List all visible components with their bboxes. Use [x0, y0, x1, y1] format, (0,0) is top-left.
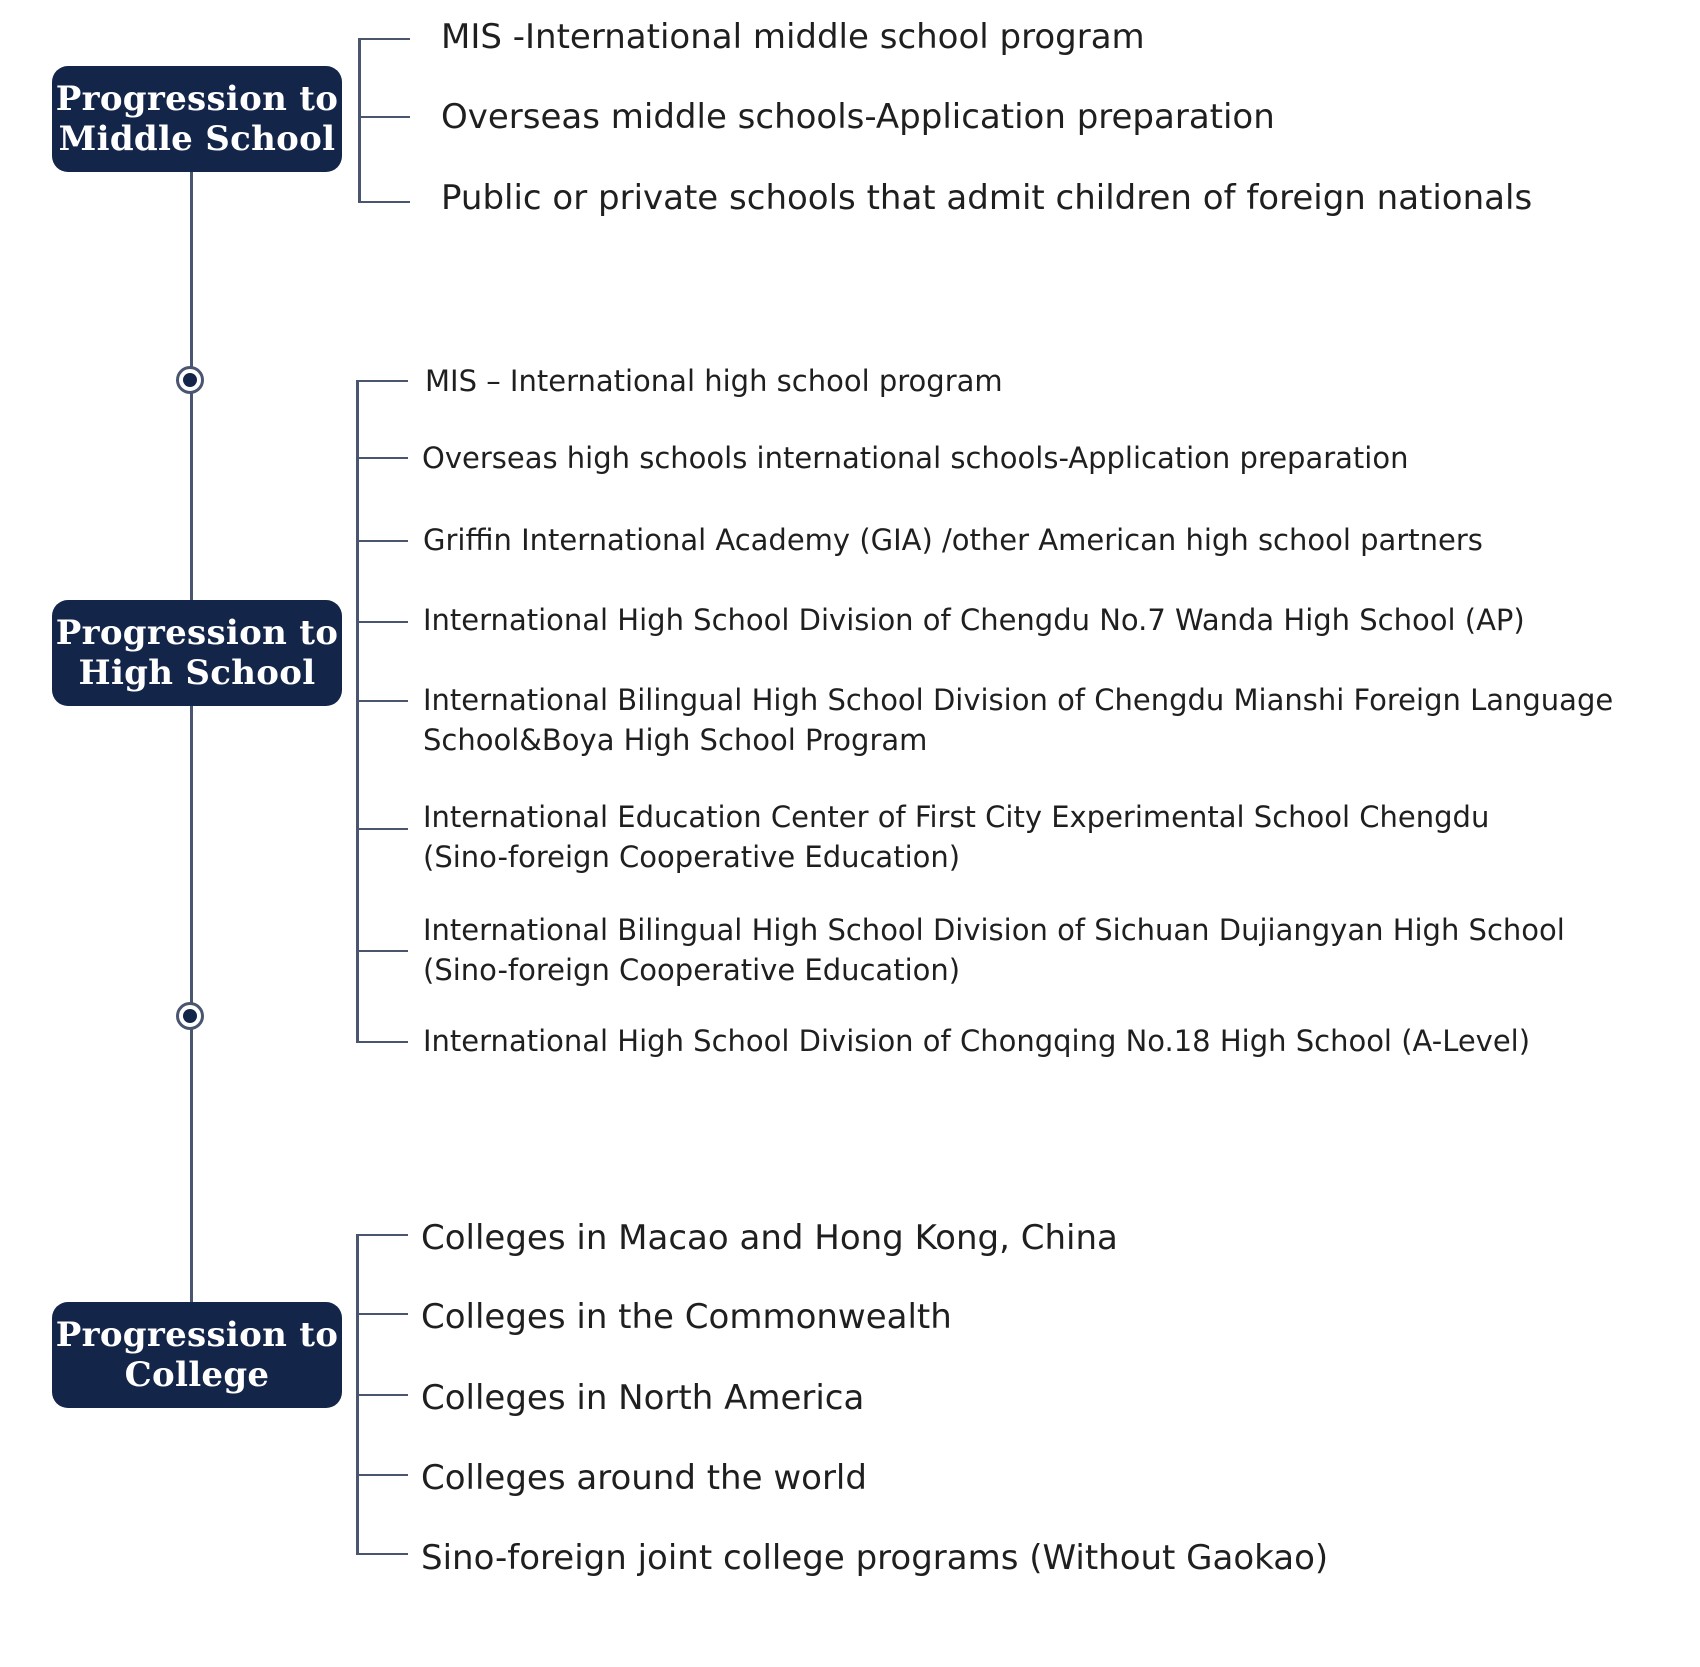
option-college: Colleges in North America	[421, 1378, 865, 1418]
bracket-tick	[356, 1553, 408, 1555]
option-high-school: MIS – International high school program	[425, 364, 1003, 398]
stage-middle-school-bracket	[358, 38, 361, 203]
stage-middle-school: Progression to Middle School	[52, 66, 342, 172]
bracket-tick	[356, 621, 408, 623]
option-high-school: International Bilingual High School Divi…	[423, 683, 1614, 757]
bracket-tick	[358, 38, 410, 40]
stage-college: Progression to College	[52, 1302, 342, 1408]
bracket-tick	[356, 1313, 408, 1315]
bracket-tick	[358, 201, 410, 203]
option-college: Colleges in the Commonwealth	[421, 1297, 952, 1337]
bracket-tick	[356, 540, 408, 542]
bracket-tick	[358, 116, 410, 118]
bracket-tick	[356, 700, 408, 702]
option-middle-school: MIS -International middle school program	[441, 17, 1145, 57]
option-college: Colleges around the world	[421, 1458, 867, 1498]
bracket-tick	[356, 1474, 408, 1476]
stage-high-school-bracket	[356, 380, 359, 1043]
option-college: Colleges in Macao and Hong Kong, China	[421, 1218, 1118, 1258]
bracket-tick	[356, 1041, 408, 1043]
option-college: Sino-foreign joint college programs (Wit…	[421, 1538, 1329, 1578]
option-middle-school: Public or private schools that admit chi…	[441, 178, 1533, 218]
timeline-node	[176, 366, 204, 394]
bracket-tick	[356, 950, 408, 952]
option-high-school: International Bilingual High School Divi…	[423, 913, 1565, 987]
option-high-school: Griffin International Academy (GIA) /oth…	[423, 523, 1483, 557]
option-high-school: International Education Center of First …	[423, 800, 1490, 874]
bracket-tick	[356, 380, 408, 382]
option-high-school: International High School Division of Ch…	[423, 1024, 1531, 1058]
bracket-tick	[356, 1394, 408, 1396]
stage-high-school: Progression to High School	[52, 600, 342, 706]
timeline-node	[176, 1002, 204, 1030]
bracket-tick	[356, 457, 408, 459]
option-middle-school: Overseas middle schools-Application prep…	[441, 97, 1275, 137]
bracket-tick	[356, 1234, 408, 1236]
option-high-school: International High School Division of Ch…	[423, 603, 1525, 637]
option-high-school: Overseas high schools international scho…	[422, 441, 1409, 475]
bracket-tick	[356, 828, 408, 830]
timeline-spine	[190, 170, 193, 1370]
